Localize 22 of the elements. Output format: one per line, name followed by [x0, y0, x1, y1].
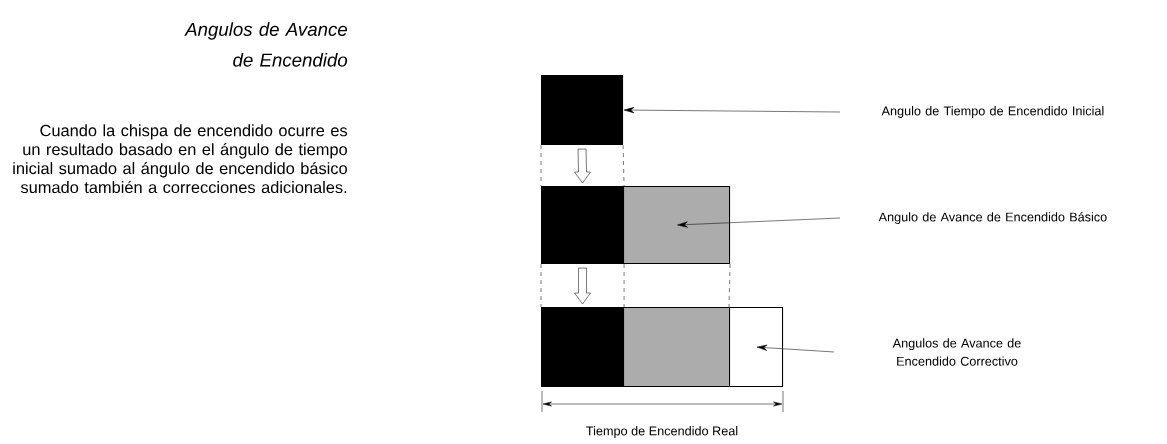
block-arrow	[574, 267, 591, 305]
description-text: Cuando la chispa de encendido ocurre es un resultado basado en el ángulo de tiempo inicial sumado al ángulo de encendido básico sumado también a correcciones adicionales.	[13, 124, 348, 194]
bar-segment	[541, 75, 624, 146]
title: Angulos de Avance de Encendido	[184, 22, 348, 67]
guide-line	[540, 263, 542, 308]
callout-text: Angulo de Avance de Encendido Básico	[878, 212, 1107, 224]
leader-arrow	[756, 344, 835, 353]
callout-text: Angulo de Tiempo de Encendido Inicial	[881, 106, 1104, 118]
dimension-label: Tiempo de Encendido Real	[586, 426, 738, 438]
bar-segment	[623, 307, 731, 388]
block-arrow	[574, 148, 591, 184]
guide-line	[622, 144, 625, 187]
bar-segment	[541, 186, 625, 265]
guide-line	[540, 144, 542, 187]
leader-arrow	[623, 107, 841, 114]
callout-text: Angulos de Avance de Encendido Correctivo	[892, 338, 1021, 366]
guide-line	[623, 263, 625, 308]
guide-line	[728, 263, 731, 308]
bar-segment	[623, 186, 731, 265]
bar-segment	[541, 307, 625, 388]
leader-arrow	[677, 217, 841, 228]
bar-segment	[729, 307, 784, 388]
